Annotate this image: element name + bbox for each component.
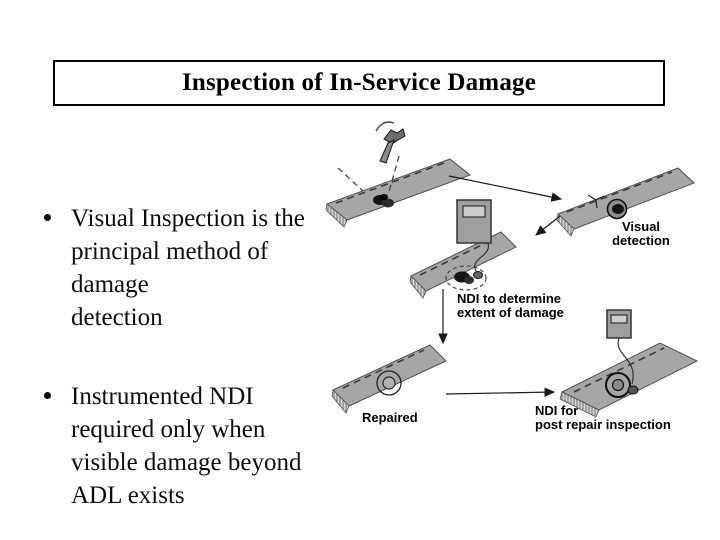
- repair-patch-icon: [376, 370, 402, 396]
- arrow-repaired-to-post: [445, 387, 556, 397]
- bullet-dot-icon: [44, 214, 51, 221]
- panel-visual-detection: [556, 167, 695, 237]
- bullet-text: Instrumented NDI required only when visi…: [71, 383, 302, 509]
- ndi-device-icon: [456, 199, 492, 272]
- page-title: Inspection of In-Service Damage: [181, 69, 537, 96]
- ndi-probe-icon: [473, 271, 483, 279]
- impact-trajectory-lines: [337, 155, 400, 193]
- bullet-text: Visual Inspection is the principal metho…: [71, 205, 305, 331]
- damage-blob-icon: [373, 194, 394, 208]
- magnifier-icon: [606, 198, 628, 220]
- bullet-item-visual-inspection: Visual Inspection is the principal metho…: [40, 202, 305, 334]
- bullet-dot-icon: [44, 392, 51, 399]
- crack-icon: [587, 194, 605, 209]
- label-ndi-post-repair: NDI for post repair inspection: [535, 403, 671, 432]
- arrow-visual-to-ndi: [535, 215, 561, 236]
- title-box: Inspection of In-Service Damage: [53, 60, 665, 106]
- ndi-probe-icon: [627, 385, 639, 395]
- damage-inspection-flow-diagram: [325, 121, 699, 418]
- damage-blob-icon: [454, 271, 474, 284]
- ndi-device-icon: [606, 309, 634, 385]
- panel-ndi-extent: [409, 231, 517, 299]
- panel-repaired: [331, 344, 447, 414]
- label-repaired: Repaired: [362, 410, 418, 425]
- label-ndi-extent: NDI to determine extent of damage: [457, 291, 564, 320]
- hammer-icon: [375, 121, 406, 164]
- repair-patch-icon: [605, 372, 631, 398]
- panel-impacted: [325, 158, 472, 228]
- arrow-impact-to-visual: [448, 175, 563, 202]
- bullet-item-instrumented-ndi: Instrumented NDI required only when visi…: [40, 380, 302, 512]
- label-visual-detection: Visual detection: [612, 219, 670, 248]
- flow-arrows: [438, 175, 563, 397]
